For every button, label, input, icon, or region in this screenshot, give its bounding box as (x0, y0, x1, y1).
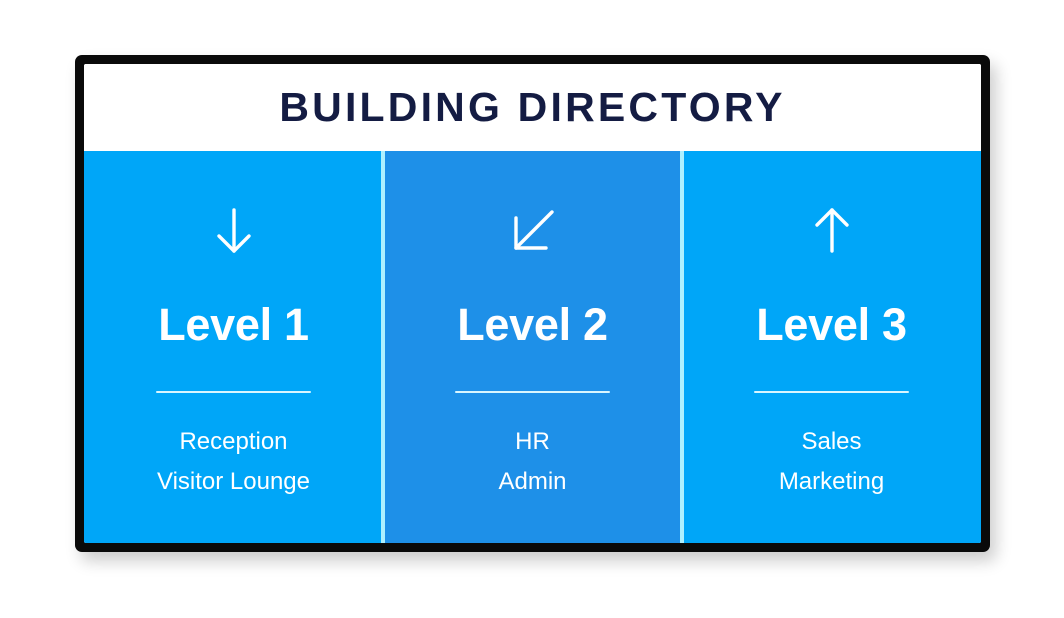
level-column-2[interactable]: Level 2 HR Admin (381, 151, 682, 543)
tenant-item: Sales (801, 428, 862, 455)
tenant-item: HR (515, 428, 550, 455)
tenant-item: Marketing (778, 468, 885, 495)
levels-row: Level 1 Reception Visitor Lounge (84, 151, 981, 543)
level-divider (156, 391, 311, 393)
sign-frame: BUILDING DIRECTORY Level 1 Reception (75, 55, 990, 552)
tenant-list: Sales Marketing (779, 422, 884, 502)
sign-header: BUILDING DIRECTORY (84, 64, 981, 151)
arrow-down-left-icon (501, 199, 565, 263)
level-divider (455, 391, 610, 393)
level-divider (754, 391, 909, 393)
level-column-1[interactable]: Level 1 Reception Visitor Lounge (84, 151, 383, 543)
arrow-down-icon (202, 199, 266, 263)
level-column-3[interactable]: Level 3 Sales Marketing (680, 151, 981, 543)
tenant-list: HR Admin (498, 422, 566, 502)
tenant-item: Visitor Lounge (157, 468, 310, 495)
arrow-up-icon (800, 199, 864, 263)
level-label: Level 1 (158, 299, 309, 350)
page-title: BUILDING DIRECTORY (279, 84, 786, 130)
level-label: Level 3 (756, 299, 907, 350)
tenant-item: Reception (179, 428, 288, 455)
tenant-item: Admin (498, 468, 567, 495)
tenant-list: Reception Visitor Lounge (157, 422, 310, 502)
sign-inner-panel: BUILDING DIRECTORY Level 1 Reception (84, 64, 981, 543)
level-label: Level 2 (457, 299, 608, 350)
